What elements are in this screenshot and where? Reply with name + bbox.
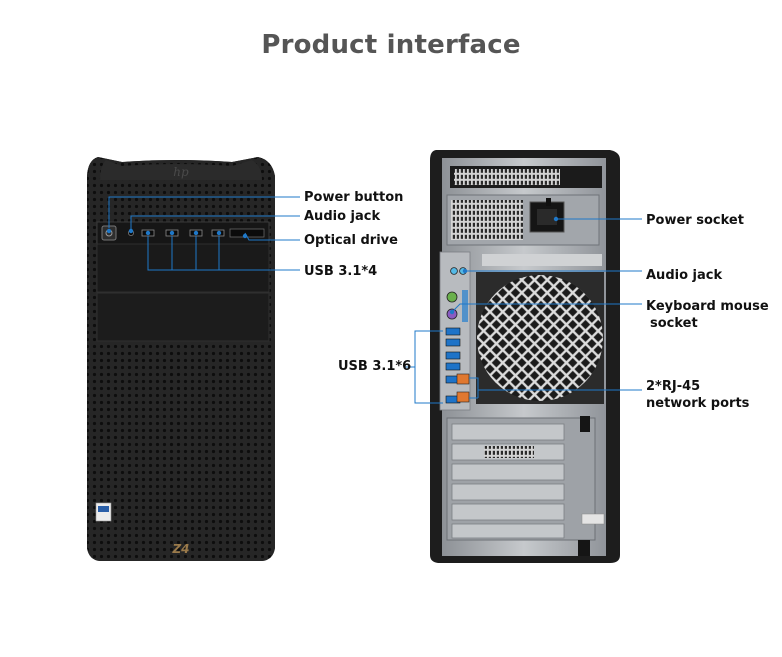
label-audio-jack-rear: Audio jack [646, 268, 723, 283]
label-power-button: Power button [304, 190, 404, 205]
label-optical-drive: Optical drive [304, 233, 398, 248]
rear-fan [477, 275, 603, 401]
drive-bay-2 [96, 292, 270, 342]
model-badge: Z4 [171, 542, 189, 556]
ps2-mouse-port [446, 291, 458, 303]
power-socket [529, 198, 565, 233]
rj45-ports [456, 373, 470, 403]
label-usb-front: USB 3.1*4 [304, 264, 378, 279]
label-keyboard-mouse-line1: Keyboard mouse [646, 299, 769, 314]
label-power-socket: Power socket [646, 213, 744, 228]
optical-drive-bay [96, 243, 270, 293]
rear-tower [430, 150, 620, 563]
label-usb-rear: USB 3.1*6 [338, 359, 412, 374]
label-keyboard-mouse-line2: socket [650, 316, 698, 331]
label-rj45-line1: 2*RJ-45 [646, 379, 701, 394]
hp-logo: hp [173, 165, 189, 179]
front-tower: hp Z4 [87, 157, 275, 561]
label-rj45-line2: network ports [646, 396, 750, 411]
front-callout-lines [108, 196, 300, 271]
audio-jack-rear-1 [450, 267, 458, 275]
page-title: Product interface [261, 30, 521, 60]
label-audio-jack-front: Audio jack [304, 209, 381, 224]
rear-callout-lines [404, 218, 642, 404]
